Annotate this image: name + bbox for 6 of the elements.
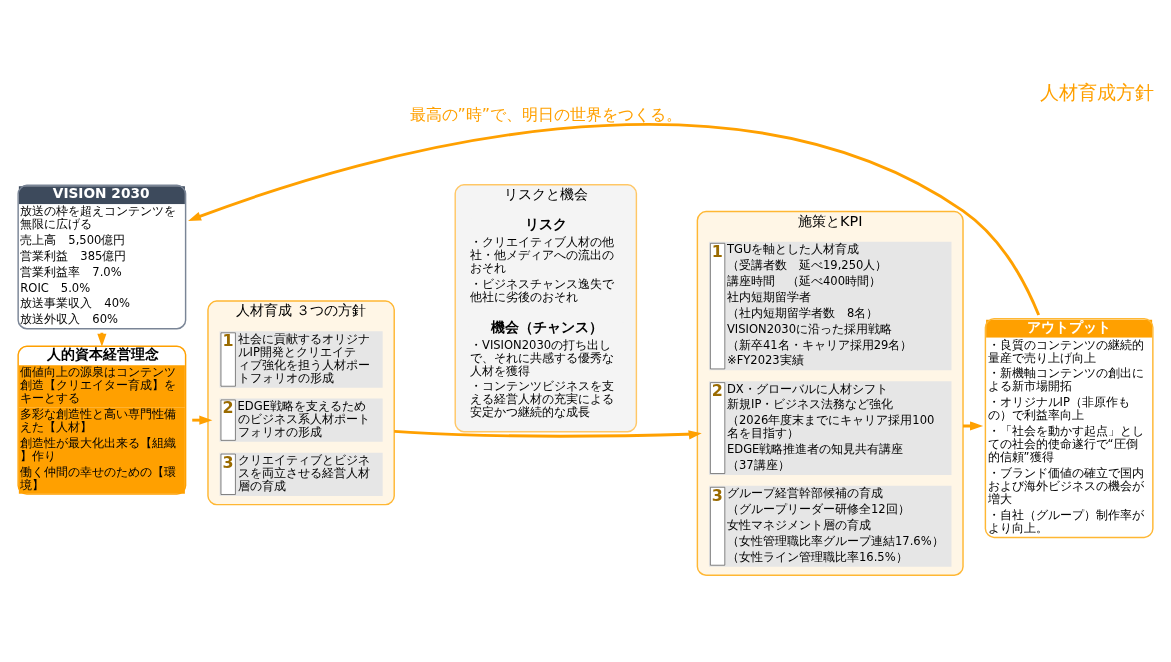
node-text: 機会（チャンス） ・VISION2030の打ち出しで、それに共感する優秀な人材を獲得 ・コンテンツビジネスを支える経営人材の充実による安定かつ継続的な成長 (470, 318, 615, 420)
edge-label: 最高の”時”で、明日の世界をつくる。 (409, 105, 683, 125)
diagram-title: 人材育成方針 (1039, 81, 1154, 103)
node-text: リスク ・クリエイティブ人材の他社・他メディアへの流出のおそれ ・ビジネスチャンス逸失で他社に劣後のおそれ (470, 216, 615, 304)
arrow (394, 429, 702, 440)
arrow (188, 123, 1041, 316)
